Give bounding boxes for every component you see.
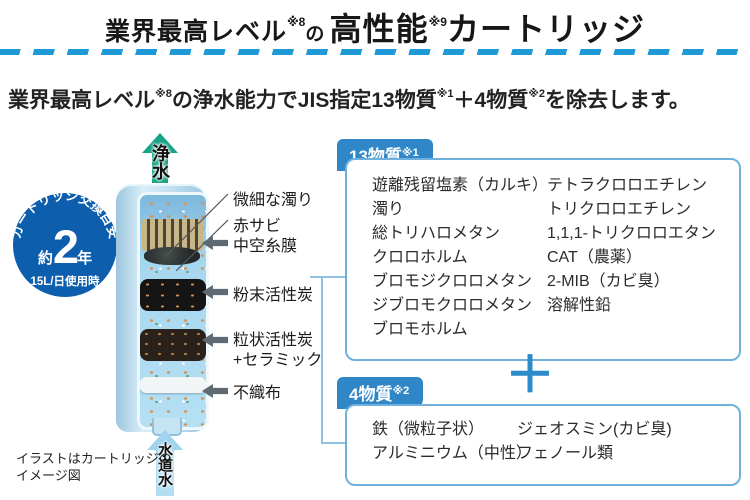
title-segment: 業界最高レベル bbox=[104, 18, 287, 46]
tap-water-arrow-icon bbox=[147, 430, 183, 496]
title-segment: カートリッジ bbox=[446, 11, 645, 47]
subtitle: 業界最高レベル※8の浄水能力でJIS指定13物質※1＋4物質※2を除去します。 bbox=[8, 88, 690, 112]
title-segment: 高性能 bbox=[329, 11, 429, 47]
title-footnote-8: ※8 bbox=[287, 15, 306, 29]
substance-item: 鉄（微粒子状） bbox=[372, 421, 485, 438]
substance-item: 2-MIB（カビ臭） bbox=[547, 273, 670, 290]
substance-item: トリクロロエチレン bbox=[547, 201, 692, 218]
pointer-lines-svg bbox=[164, 193, 345, 444]
label-nonwoven: 不織布 bbox=[233, 385, 282, 402]
substances-13-column-1: 遊離残留塩素（カルキ） 濁り 総トリハロメタン クロロホルム ブロモジクロロメタ… bbox=[372, 174, 548, 342]
nonwoven-layer bbox=[140, 377, 206, 393]
label-fine-turbidity: 微細な濁り bbox=[233, 192, 314, 209]
footnote-2: ※2 bbox=[392, 385, 410, 397]
granular-carbon-layer bbox=[140, 329, 206, 361]
substances-4-box: 鉄（微粒子状） アルミニウム（中性） ジェオスミン(カビ臭) フェノール類 bbox=[345, 404, 741, 486]
substance-item: クロロホルム bbox=[372, 249, 468, 266]
badge-years: 2 bbox=[52, 220, 79, 273]
substances-13-box: 遊離残留塩素（カルキ） 濁り 総トリハロメタン クロロホルム ブロモジクロロメタ… bbox=[345, 158, 741, 361]
hollow-fiber-membrane-layer bbox=[142, 219, 203, 251]
substance-item: 遊離残留塩素（カルキ） bbox=[372, 177, 549, 194]
powder-carbon-layer bbox=[140, 279, 206, 311]
page-title: 業界最高レベル※8の 高性能※9カートリッジ bbox=[0, 4, 750, 50]
label-powder-carbon: 粉末活性炭 bbox=[233, 287, 314, 304]
replacement-interval-badge: カートリッジ交換目安 約 2 年 15L/日使用時 bbox=[13, 193, 117, 297]
footnote-1: ※1 bbox=[401, 147, 419, 159]
substances-4-column-2: ジェオスミン(カビ臭) フェノール類 bbox=[517, 418, 672, 466]
badge-circle: カートリッジ交換目安 bbox=[13, 193, 117, 297]
plus-symbol: ＋ bbox=[505, 346, 555, 404]
substance-item: アルミニウム（中性） bbox=[372, 445, 532, 462]
substance-item: CAT（農薬） bbox=[547, 249, 642, 266]
substances-13-column-2: テトラクロロエチレン トリクロロエチレン 1,1,1-トリクロロエタン CAT（… bbox=[547, 174, 716, 318]
label-granular-carbon: 粒状活性炭 bbox=[233, 332, 314, 349]
badge-usage-note: 15L/日使用時 bbox=[30, 276, 100, 288]
substances-4-column-1: 鉄（微粒子状） アルミニウム（中性） bbox=[372, 418, 532, 466]
clean-water-label: 浄水 bbox=[150, 144, 170, 180]
label-red-rust: 赤サビ bbox=[233, 218, 282, 235]
tap-water-label: 水道水 bbox=[156, 442, 173, 487]
substance-item: ブロモホルム bbox=[372, 321, 468, 338]
title-footnote-9: ※9 bbox=[428, 15, 447, 29]
label-ceramic: +セラミック bbox=[233, 352, 323, 369]
substance-item: ジェオスミン(カビ臭) bbox=[517, 421, 672, 438]
substance-item: ジブロモクロロメタン bbox=[372, 297, 533, 314]
badge-approx: 約 bbox=[37, 250, 53, 267]
substance-item: 総トリハロメタン bbox=[372, 225, 501, 242]
substance-item: フェノール類 bbox=[517, 445, 614, 462]
label-hollow-fiber-membrane: 中空糸膜 bbox=[233, 238, 298, 255]
substance-item: 1,1,1-トリクロロエタン bbox=[547, 225, 716, 242]
dashed-divider bbox=[0, 49, 750, 55]
substance-item: 濁り bbox=[372, 201, 405, 218]
badge-year-unit: 年 bbox=[77, 250, 93, 267]
illustration-caption: イラストはカートリッジの イメージ図 bbox=[16, 451, 172, 483]
tab-4-substances: 4物質※2 bbox=[337, 377, 424, 409]
substance-item: ブロモジクロロメタン bbox=[372, 273, 533, 290]
substance-item: 溶解性鉛 bbox=[547, 297, 612, 314]
substance-item: テトラクロロエチレン bbox=[547, 177, 708, 194]
title-segment: の bbox=[305, 24, 330, 45]
clean-water-arrow-icon bbox=[142, 133, 178, 183]
